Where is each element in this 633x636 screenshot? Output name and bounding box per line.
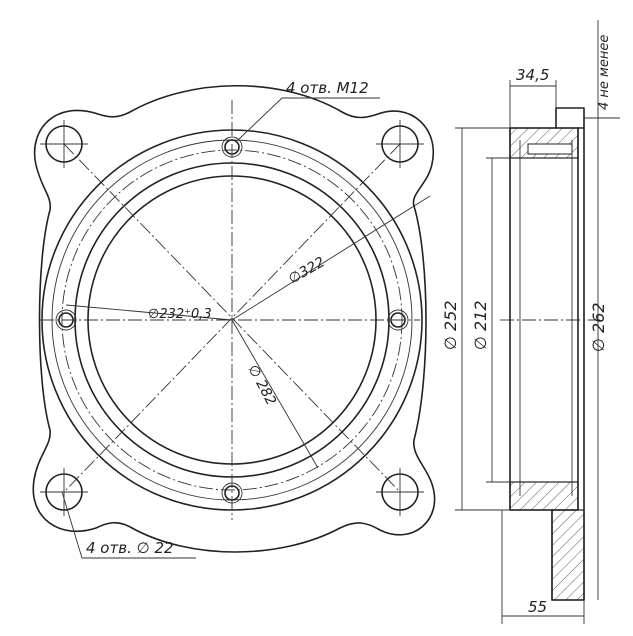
leader-m12	[237, 97, 283, 141]
dim-282-line	[231, 319, 319, 469]
front-view	[32, 84, 436, 559]
label-34-5: 34,5	[516, 66, 549, 84]
flange-outline	[32, 84, 436, 553]
hatch-lug	[551, 509, 585, 601]
hatch-bottom	[509, 481, 579, 511]
label-dia-252: ∅ 252	[441, 300, 460, 350]
diagonal-centerline-1	[63, 143, 401, 493]
dim-232-line	[65, 304, 233, 321]
label-4-min: 4 не менее	[597, 35, 612, 110]
label-dia-232: ∅232⁺0,3	[148, 307, 212, 322]
label-dia-212: ∅ 212	[471, 300, 490, 350]
label-holes-m12: 4 отв. М12	[286, 79, 369, 97]
lug-hole-bottom-left	[40, 468, 88, 516]
label-dia-322: ∅322	[286, 254, 328, 287]
label-holes-d22: 4 отв. ∅ 22	[86, 539, 174, 557]
label-55: 55	[528, 598, 547, 616]
dim-322-line	[231, 195, 431, 321]
diagonal-centerline-2	[63, 143, 401, 493]
leader-d22	[61, 491, 83, 559]
lug-hole-bottom-right	[376, 468, 424, 516]
label-dia-282: ∅ 282	[244, 362, 279, 408]
side-section-view	[455, 20, 620, 624]
section-bolt-hole	[527, 143, 573, 155]
label-dia-262: ∅ 262	[589, 302, 608, 352]
